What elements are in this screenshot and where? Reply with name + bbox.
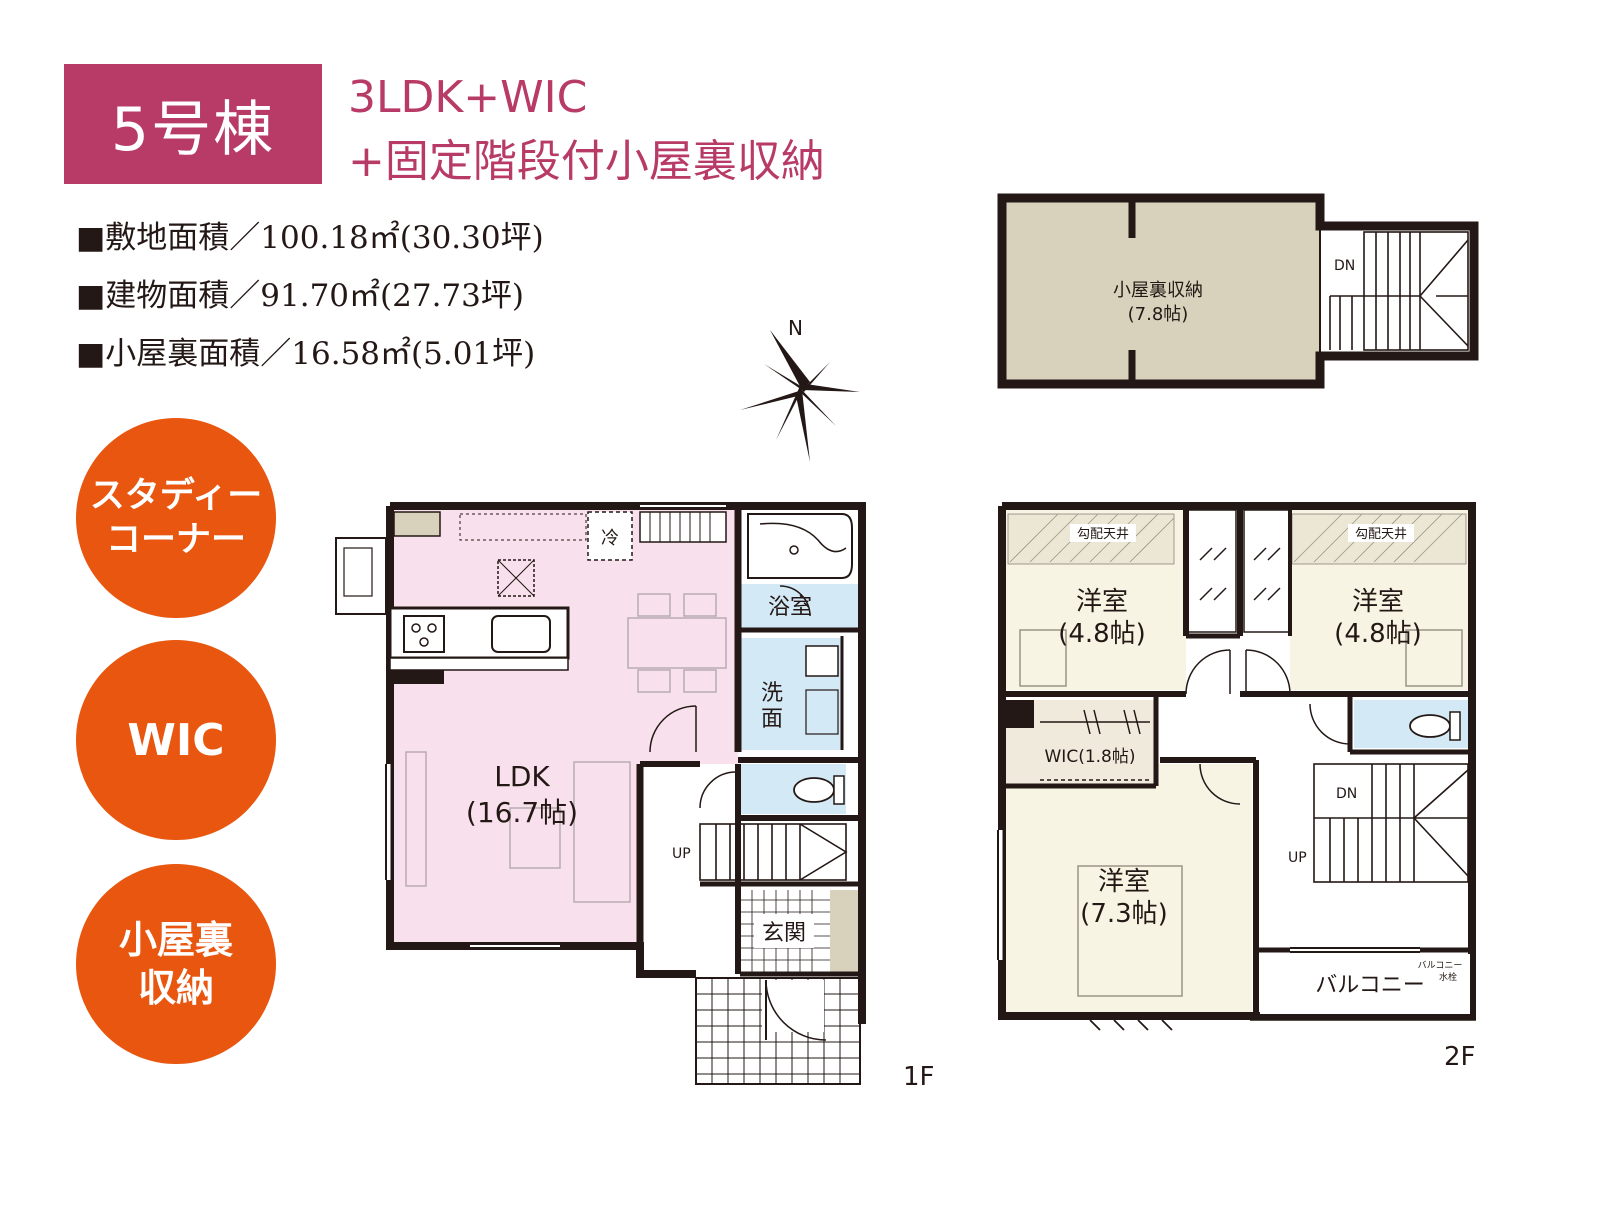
attic-stairs-dn: DN	[1334, 258, 1355, 274]
floor-1-label: 1F	[903, 1062, 935, 1092]
balcony-label: バルコニー	[1315, 973, 1425, 998]
room-c-name: 洋室	[1098, 867, 1150, 897]
sloped-ceiling-b: 勾配天井	[1355, 527, 1407, 542]
plan-type-subtitle: +固定階段付小屋裏収納	[348, 136, 825, 187]
plan-type-title: 3LDK+WIC	[348, 72, 588, 123]
spec-site-area: ■敷地面積／100.18㎡(30.30坪)	[76, 220, 544, 256]
building-badge: 5号棟	[64, 64, 322, 184]
feature-attic-label: 小屋裏 収納	[118, 918, 233, 1010]
room-c-size: (7.3帖)	[1080, 899, 1168, 929]
stairs-dn-2f: DN	[1336, 786, 1357, 802]
feature-attic-storage: 小屋裏 収納	[76, 864, 276, 1064]
wic-label: WIC(1.8帖)	[1045, 747, 1136, 767]
attic-room-name: 小屋裏収納	[1113, 280, 1203, 301]
room-a-name: 洋室	[1076, 587, 1128, 617]
room-b-name: 洋室	[1352, 587, 1404, 617]
fridge-label: 冷	[601, 528, 619, 549]
balcony-faucet-label-1: バルコニー	[1418, 960, 1463, 971]
sloped-ceiling-a: 勾配天井	[1077, 527, 1129, 542]
room-a-size: (4.8帖)	[1058, 619, 1146, 649]
building-label: 5号棟	[110, 94, 276, 165]
floor-2-plan: 勾配天井 勾配天井	[997, 502, 1476, 1031]
entrance-label: 玄関	[762, 921, 806, 946]
room-b-size: (4.8帖)	[1334, 619, 1422, 649]
spec-attic-area: ■小屋裏面積／16.58㎡(5.01坪)	[76, 336, 536, 372]
attic-plan: DN 小屋裏収納 (7.8帖)	[997, 193, 1479, 389]
feature-wic-label: WIC	[127, 714, 225, 766]
ldk-size: (16.7帖)	[466, 796, 578, 829]
washroom-label-2: 面	[761, 707, 783, 732]
bath-label: 浴室	[768, 595, 812, 620]
floor-1-plan: 冷	[335, 502, 866, 1085]
floor-2-label: 2F	[1444, 1042, 1476, 1072]
feature-study-corner-label: スタディー コーナー	[89, 476, 263, 560]
feature-study-corner: スタディー コーナー	[76, 418, 276, 618]
stairs-up-2f: UP	[1288, 850, 1307, 866]
compass-icon: N	[740, 316, 860, 462]
compass-north-label: N	[788, 316, 803, 340]
ldk-name: LDK	[494, 760, 550, 793]
balcony-faucet-label-2: 水栓	[1439, 971, 1457, 983]
spec-building-area: ■建物面積／91.70㎡(27.73坪)	[76, 278, 524, 314]
washroom-label: 洗	[761, 681, 783, 706]
attic-room-size: (7.8帖)	[1128, 304, 1189, 325]
stairs-up-1f: UP	[672, 846, 691, 862]
feature-wic: WIC	[76, 640, 276, 840]
